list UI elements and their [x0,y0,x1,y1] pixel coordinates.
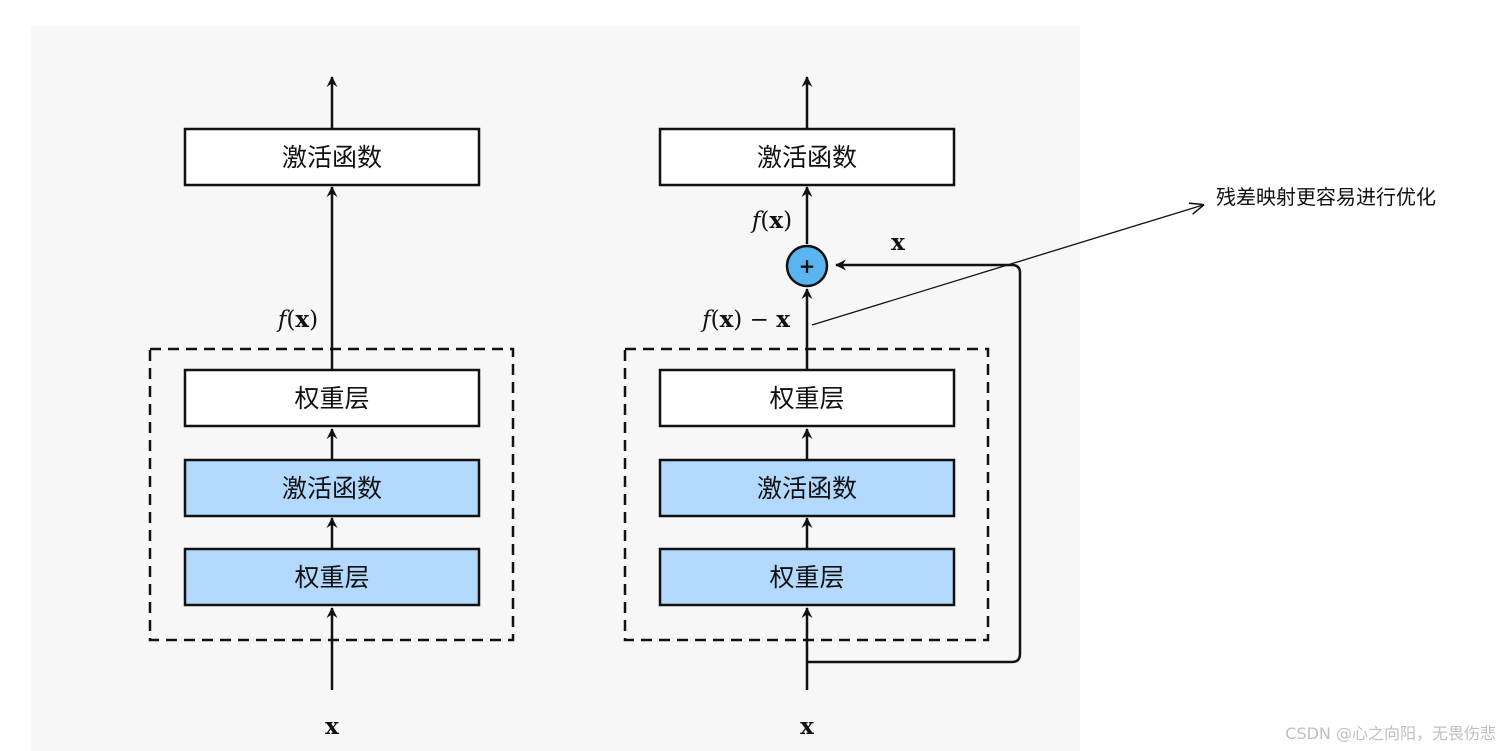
right-weight-layer-bottom-label: 权重层 [769,563,844,592]
right-weight-layer-top-label: 权重层 [769,384,844,413]
plus-icon: + [799,254,816,278]
right-activation-top-box [658,127,956,187]
adder-node [785,244,829,288]
left-fx-label: f(x) [276,306,318,333]
annotation-group: 残差映射更容易进行优化 [811,185,1436,326]
annotation-text: 残差映射更容易进行优化 [1216,185,1436,209]
right-weight-layer-bottom-box [658,547,956,607]
left-activation-middle-box [183,458,481,518]
right-residual-block: 权重层 激活函数 权重层 激活函数 + x x f(x) − x f(x) [623,76,1022,740]
sum-fx-label: f(x) [750,207,792,234]
left-activation-top-label: 激活函数 [282,143,382,172]
left-weight-layer-top-box [183,368,481,428]
right-weight-layer-top-box [658,368,956,428]
right-activation-middle-box [658,458,956,518]
left-input-x-label: x [325,713,339,740]
annotation-pointer-arrow [811,205,1203,326]
left-activation-top-box [183,127,481,187]
residual-fx-minus-x-label: f(x) − x [700,306,790,333]
watermark: CSDN @心之向阳，无畏伤悲 [1285,724,1496,743]
left-weight-layer-bottom-box [183,547,481,607]
left-activation-middle-label: 激活函数 [282,474,382,503]
shortcut-x-label: x [891,229,905,256]
left-weight-layer-bottom-label: 权重层 [294,563,369,592]
left-weight-layer-top-label: 权重层 [294,384,369,413]
shortcut-path [807,259,1022,664]
right-activation-top-label: 激活函数 [757,143,857,172]
right-activation-middle-label: 激活函数 [757,474,857,503]
right-input-x-label: x [800,713,814,740]
left-regular-block: 权重层 激活函数 权重层 激活函数 x f(x) [148,76,515,740]
